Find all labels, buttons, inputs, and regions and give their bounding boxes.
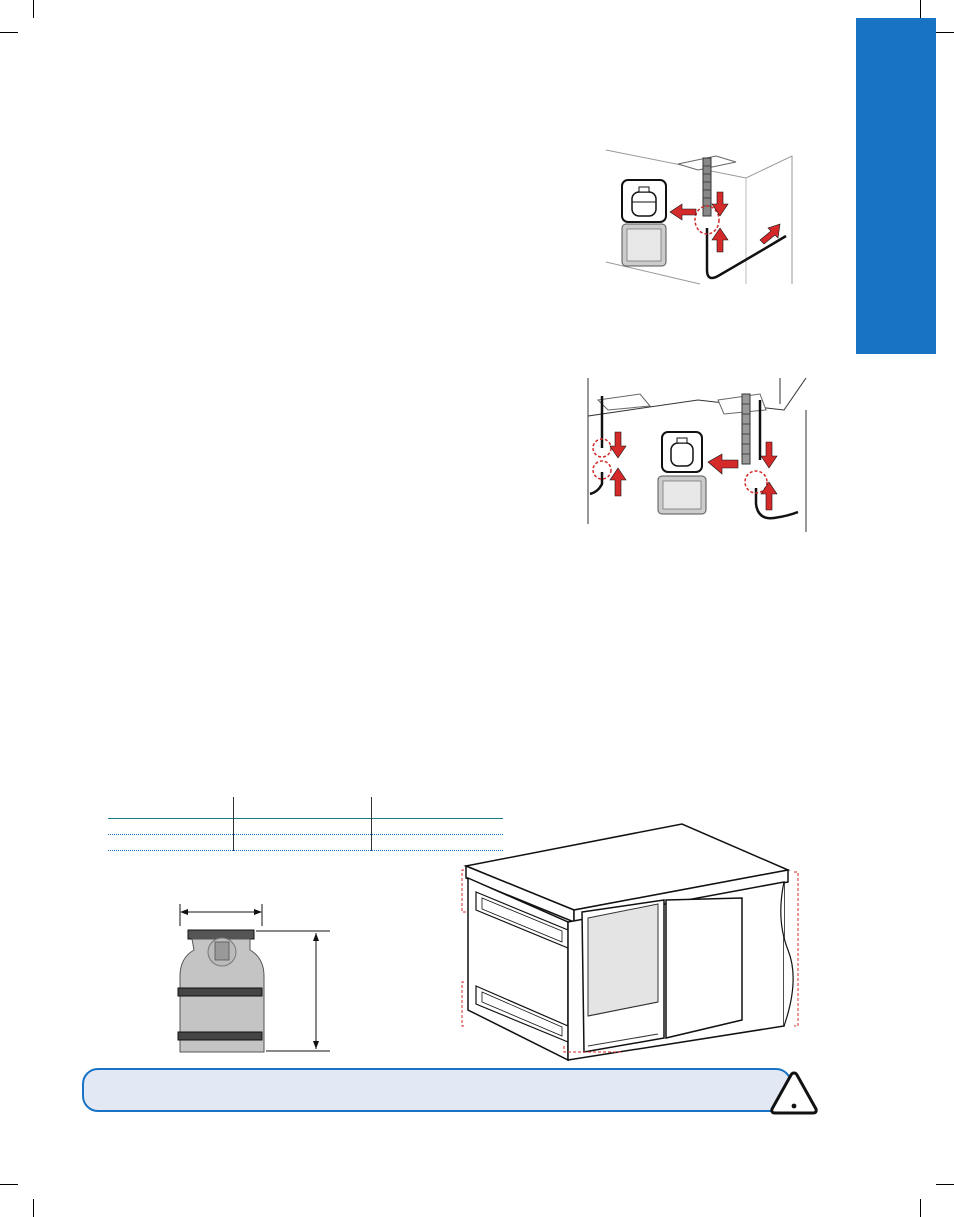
crop-mark [920, 1199, 921, 1217]
crop-mark [936, 1184, 954, 1185]
section-side-tab [856, 18, 936, 354]
propane-tank-icon [621, 179, 667, 223]
warning-icon [770, 1071, 818, 1115]
crop-mark [33, 1199, 34, 1217]
cabinet-hose-connection-single [605, 149, 793, 285]
crop-mark [0, 32, 18, 33]
table-column-divider [233, 797, 234, 851]
grill-icon [657, 475, 707, 515]
propane-tank-icon [661, 431, 703, 473]
crop-mark [936, 32, 954, 33]
table-rule [108, 834, 503, 835]
propane-tank-dimensions [177, 904, 330, 1053]
enclosure-cabinet [461, 823, 799, 1062]
crop-mark [920, 0, 921, 18]
table-rule [108, 818, 503, 819]
table-column-divider [371, 797, 372, 851]
grill-icon [621, 223, 667, 267]
crop-mark [0, 1184, 18, 1185]
table-rule [108, 850, 503, 851]
crop-mark [33, 0, 34, 18]
cabinet-hose-connection-dual [587, 377, 807, 532]
notice-banner [82, 1068, 792, 1112]
